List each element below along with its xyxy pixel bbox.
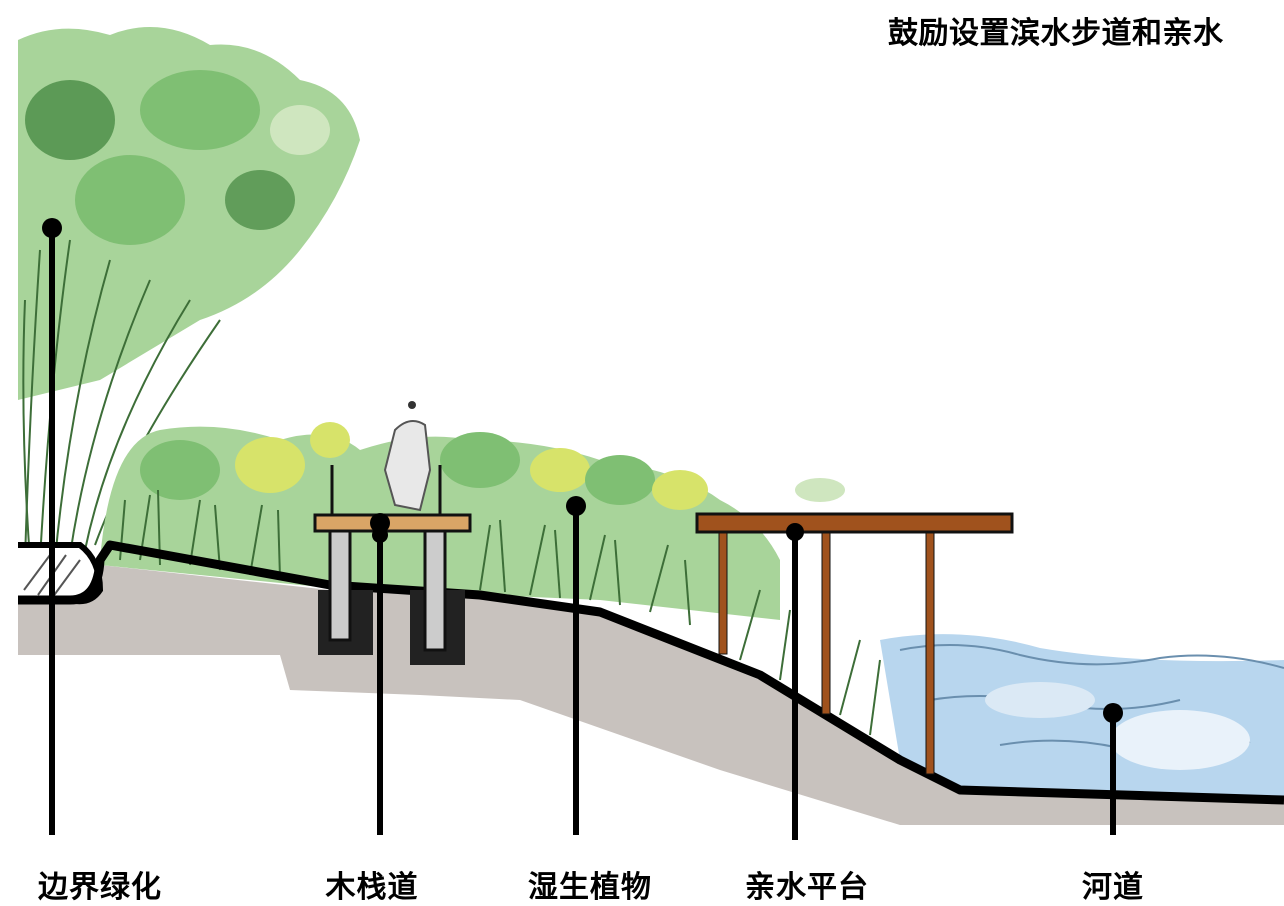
water-foam — [985, 682, 1095, 718]
label-river: 河道 — [1082, 870, 1144, 905]
border-tree-foliage — [18, 27, 360, 400]
leader-dots — [42, 218, 1123, 723]
leader-dot — [566, 496, 586, 516]
leader-dot — [372, 527, 388, 543]
label-waterfront-platform: 亲水平台 — [745, 870, 869, 905]
person-figure — [383, 420, 432, 512]
leader-dot — [42, 218, 62, 238]
boardwalk-structure — [313, 401, 472, 665]
label-wetland-plants: 湿生植物 — [528, 870, 652, 905]
waterfront-platform — [695, 512, 1014, 775]
leader-dot — [1103, 703, 1123, 723]
label-border-greenery: 边界绿化 — [38, 870, 162, 905]
diagram-title: 鼓励设置滨水步道和亲水 — [888, 16, 1224, 51]
leader-lines — [49, 228, 1116, 840]
leader-dot — [786, 523, 804, 541]
boardwalk-deck — [313, 513, 472, 533]
water-foam — [1110, 710, 1250, 770]
leader-dot — [370, 513, 390, 533]
label-boardwalk: 木栈道 — [325, 870, 419, 905]
ground-line — [18, 540, 1284, 805]
platform-deck — [695, 512, 1014, 534]
wetland-reeds — [119, 489, 881, 736]
